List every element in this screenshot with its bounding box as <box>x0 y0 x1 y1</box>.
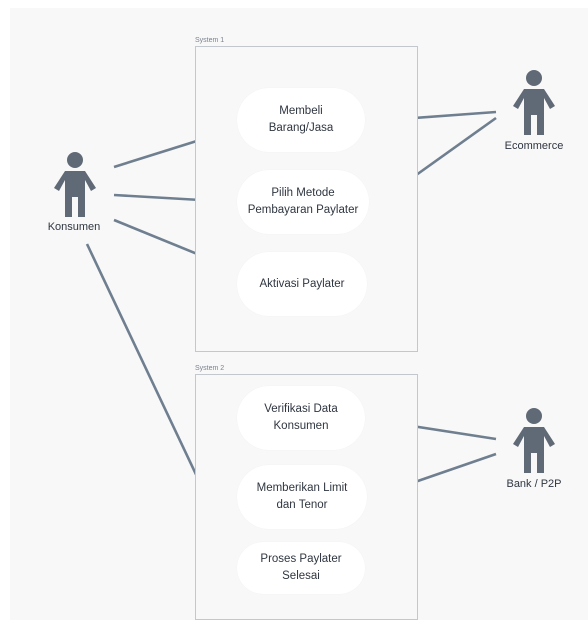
actor-konsumen[interactable] <box>45 152 105 222</box>
person-icon <box>513 70 555 135</box>
system-1-label: System 1 <box>195 37 225 44</box>
usecase-pilih-metode-pembayaran[interactable]: Pilih Metode Pembayaran Paylater <box>237 170 369 234</box>
usecase-membeli-barang[interactable]: Membeli Barang/Jasa <box>237 88 365 152</box>
system-2-label: System 2 <box>195 365 225 372</box>
actor-ecommerce[interactable] <box>504 70 564 140</box>
actor-bank-p2p-label: Bank / P2P <box>506 478 562 490</box>
actor-bank-p2p[interactable] <box>504 408 564 478</box>
usecase-aktivasi-paylater[interactable]: Aktivasi Paylater <box>237 252 367 316</box>
usecase-memberikan-limit[interactable]: Memberikan Limit dan Tenor <box>237 465 367 529</box>
usecase-verifikasi-data[interactable]: Verifikasi Data Konsumen <box>237 386 365 450</box>
actor-ecommerce-label: Ecommerce <box>504 140 564 152</box>
person-icon <box>54 152 96 217</box>
actor-konsumen-label: Konsumen <box>47 221 101 233</box>
diagram-canvas: System 1 System 2 Membeli Barang/Jasa Pi… <box>10 8 588 620</box>
person-icon <box>513 408 555 473</box>
usecase-proses-paylater-selesai[interactable]: Proses Paylater Selesai <box>237 542 365 594</box>
